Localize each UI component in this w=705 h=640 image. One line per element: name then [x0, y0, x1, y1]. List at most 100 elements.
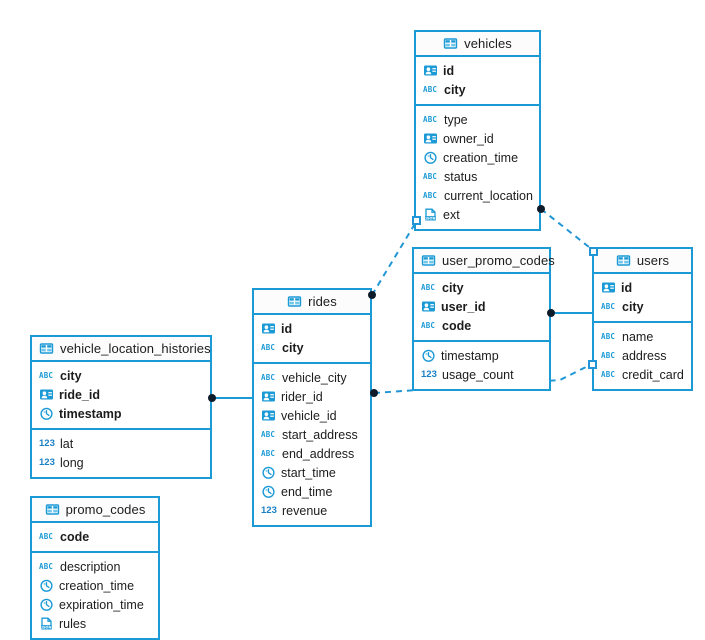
column-row[interactable]: id — [594, 278, 691, 297]
abc-icon: ABC — [421, 283, 436, 292]
column-row[interactable]: id — [254, 319, 370, 338]
primary-key-group: id ABC city — [416, 57, 539, 104]
column-row[interactable]: ride_id — [32, 385, 210, 404]
clock-icon — [423, 150, 438, 165]
abc-icon: ABC — [423, 85, 438, 94]
column-name: address — [622, 348, 667, 363]
abc-icon: ABC — [39, 532, 54, 541]
column-row[interactable]: JSON ext — [416, 205, 539, 224]
clock-icon — [39, 406, 54, 421]
column-name: rider_id — [281, 389, 323, 404]
column-name: expiration_time — [59, 597, 144, 612]
column-row[interactable]: id — [416, 61, 539, 80]
edge-endpoint-dot-vlh — [208, 394, 216, 402]
abc-icon: ABC — [39, 371, 54, 380]
table-node-vehicle-location-histories[interactable]: vehicle_location_histories ABC city ride… — [30, 335, 212, 479]
column-row[interactable]: vehicle_id — [254, 406, 370, 425]
column-row[interactable]: ABC city — [414, 278, 549, 297]
column-row[interactable]: ABC vehicle_city — [254, 368, 370, 387]
column-name: code — [60, 529, 90, 544]
clock-icon — [261, 465, 276, 480]
table-icon — [39, 341, 54, 356]
table-node-rides[interactable]: rides id ABC city ABC vehicle_city rider… — [252, 288, 372, 527]
table-icon — [421, 253, 436, 268]
abc-icon: ABC — [423, 191, 438, 200]
primary-key-group: ABC city user_id ABC code — [414, 274, 549, 340]
table-node-vehicles[interactable]: vehicles id ABC city ABC type owner_id — [414, 30, 541, 231]
table-header-user-promo-codes: user_promo_codes — [414, 249, 555, 274]
column-row[interactable]: start_time — [254, 463, 370, 482]
column-row[interactable]: user_id — [414, 297, 549, 316]
column-name: long — [60, 455, 84, 470]
number-icon: 123 — [39, 457, 55, 468]
column-row[interactable]: ABC code — [32, 527, 158, 546]
column-row[interactable]: timestamp — [32, 404, 210, 423]
column-row[interactable]: ABC city — [416, 80, 539, 99]
table-icon — [287, 294, 302, 309]
table-node-users[interactable]: users id ABC city ABC name ABC address A… — [592, 247, 693, 391]
clock-icon — [39, 597, 54, 612]
column-row[interactable]: 123 lat — [32, 434, 210, 453]
column-name: city — [444, 82, 466, 97]
column-name: creation_time — [59, 578, 135, 593]
edge-endpoint-square-users-left — [588, 360, 597, 369]
column-row[interactable]: ABC type — [416, 110, 539, 129]
column-row[interactable]: JSON rules — [32, 614, 158, 633]
column-name: city — [282, 340, 304, 355]
column-group: ABC description creation_time expiration… — [32, 551, 158, 638]
column-row[interactable]: owner_id — [416, 129, 539, 148]
column-row[interactable]: expiration_time — [32, 595, 158, 614]
table-header-vehicle-location-histories: vehicle_location_histories — [32, 337, 211, 362]
clock-icon — [261, 484, 276, 499]
column-row[interactable]: 123 usage_count — [414, 365, 549, 384]
column-name: vehicle_city — [282, 370, 347, 385]
column-row[interactable]: ABC city — [32, 366, 210, 385]
column-row[interactable]: end_time — [254, 482, 370, 501]
key-id-icon — [423, 63, 438, 78]
number-icon: 123 — [421, 369, 437, 380]
abc-icon: ABC — [261, 430, 276, 439]
column-row[interactable]: ABC name — [594, 327, 691, 346]
table-node-promo-codes[interactable]: promo_codes ABC code ABC description cre… — [30, 496, 160, 640]
table-node-user-promo-codes[interactable]: user_promo_codes ABC city user_id ABC co… — [412, 247, 555, 391]
column-row[interactable]: ABC address — [594, 346, 691, 365]
column-row[interactable]: ABC city — [254, 338, 370, 357]
column-name: id — [281, 321, 293, 336]
column-row[interactable]: ABC end_address — [254, 444, 370, 463]
column-row[interactable]: ABC description — [32, 557, 158, 576]
abc-icon: ABC — [601, 351, 616, 360]
table-title: user_promo_codes — [442, 253, 555, 268]
abc-icon: ABC — [421, 321, 436, 330]
abc-icon: ABC — [601, 370, 616, 379]
column-group: ABC vehicle_city rider_id vehicle_id ABC… — [254, 362, 370, 525]
column-row[interactable]: ABC credit_card — [594, 365, 691, 384]
column-row[interactable]: ABC code — [414, 316, 549, 335]
column-row[interactable]: creation_time — [32, 576, 158, 595]
table-title: vehicle_location_histories — [60, 341, 211, 356]
table-title: vehicles — [464, 36, 512, 51]
column-row[interactable]: timestamp — [414, 346, 549, 365]
abc-icon: ABC — [261, 373, 276, 382]
column-name: city — [622, 299, 644, 314]
column-name: vehicle_id — [281, 408, 337, 423]
column-row[interactable]: ABC start_address — [254, 425, 370, 444]
column-row[interactable]: ABC current_location — [416, 186, 539, 205]
column-name: start_time — [281, 465, 336, 480]
column-name: description — [60, 559, 121, 574]
key-id-icon — [421, 299, 436, 314]
primary-key-group: id ABC city — [594, 274, 691, 321]
column-row[interactable]: ABC status — [416, 167, 539, 186]
column-row[interactable]: ABC city — [594, 297, 691, 316]
abc-icon: ABC — [423, 115, 438, 124]
table-title: users — [636, 253, 670, 268]
column-row[interactable]: rider_id — [254, 387, 370, 406]
key-id-icon — [601, 280, 616, 295]
key-id-icon — [261, 321, 276, 336]
column-name: creation_time — [443, 150, 519, 165]
column-name: user_id — [441, 299, 486, 314]
column-name: start_address — [282, 427, 358, 442]
column-row[interactable]: 123 long — [32, 453, 210, 472]
key-id-icon — [423, 131, 438, 146]
column-row[interactable]: 123 revenue — [254, 501, 370, 520]
column-row[interactable]: creation_time — [416, 148, 539, 167]
